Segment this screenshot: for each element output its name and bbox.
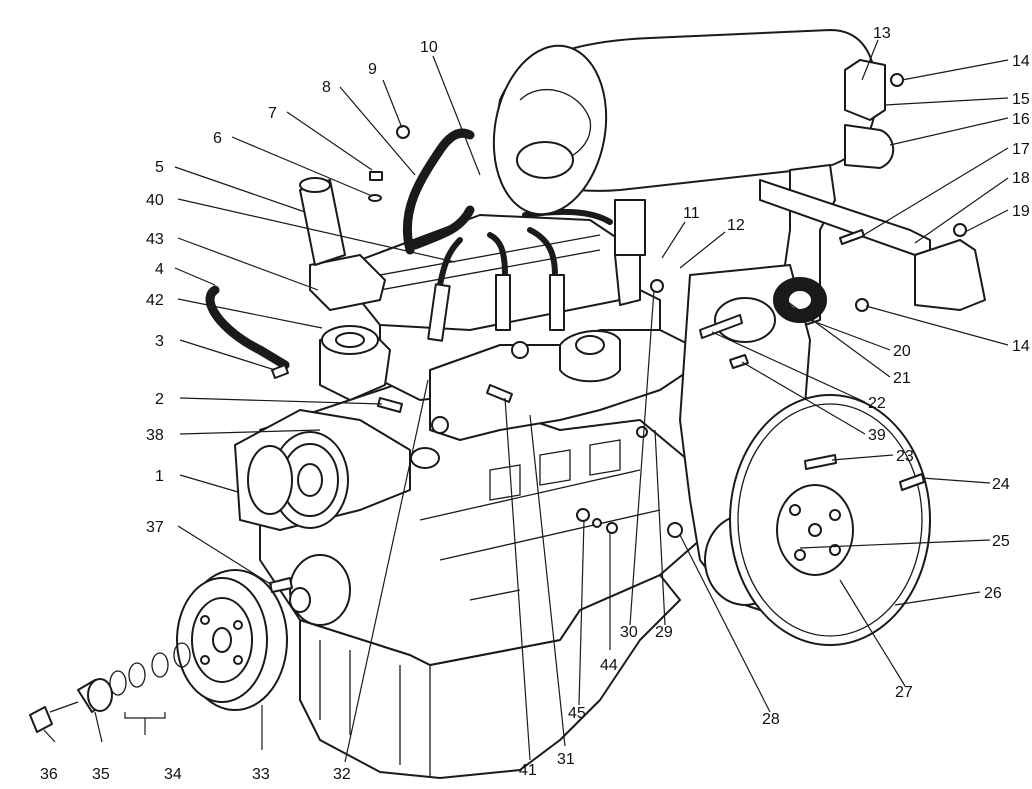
callout-30: 30 <box>620 624 638 641</box>
intake-manifold <box>429 329 691 441</box>
callout-9: 9 <box>368 61 377 78</box>
callout-17: 17 <box>1012 141 1030 158</box>
callout-27: 27 <box>895 684 913 701</box>
muffler <box>492 29 895 306</box>
callout-4: 4 <box>155 261 164 278</box>
callout-35: 35 <box>92 766 110 783</box>
thermostat-housing <box>299 177 391 401</box>
callout-29: 29 <box>655 624 673 641</box>
callout-45: 45 <box>568 705 586 722</box>
callout-26: 26 <box>984 585 1002 602</box>
callout-40: 40 <box>146 192 164 209</box>
callout-labels: 1 2 3 4 5 6 7 8 9 10 11 12 13 14 15 16 1… <box>40 25 1030 783</box>
callout-20: 20 <box>893 343 911 360</box>
crankshaft-pulley <box>176 554 351 711</box>
callout-10: 10 <box>420 39 438 56</box>
spark-plug-wires <box>427 208 613 342</box>
callout-13: 13 <box>873 25 891 42</box>
leader-lines <box>43 39 1009 763</box>
callout-28: 28 <box>762 711 780 728</box>
callout-14-bottom: 14 <box>1012 338 1030 355</box>
radiator-hose <box>205 128 475 370</box>
callout-1: 1 <box>155 468 164 485</box>
callout-31: 31 <box>557 751 575 768</box>
callout-41: 41 <box>519 762 537 779</box>
callout-42: 42 <box>146 292 164 309</box>
callout-44: 44 <box>600 657 618 674</box>
crankshaft-hardware <box>29 642 191 733</box>
callout-37: 37 <box>146 519 164 536</box>
callout-7: 7 <box>268 105 277 122</box>
callout-22: 22 <box>868 395 886 412</box>
callout-14-top: 14 <box>1012 53 1030 70</box>
callout-25: 25 <box>992 533 1010 550</box>
callout-5: 5 <box>155 159 164 176</box>
callout-43: 43 <box>146 231 164 248</box>
callout-11: 11 <box>683 205 700 222</box>
muffler-bracket <box>759 59 986 331</box>
callout-2: 2 <box>155 391 164 408</box>
callout-21: 21 <box>893 370 911 387</box>
callout-15: 15 <box>1012 91 1030 108</box>
callout-3: 3 <box>155 333 164 350</box>
callout-39: 39 <box>868 427 886 444</box>
callout-36: 36 <box>40 766 58 783</box>
callout-32: 32 <box>333 766 351 783</box>
callout-34: 34 <box>164 766 182 783</box>
callout-18: 18 <box>1012 170 1030 187</box>
callout-8: 8 <box>322 79 331 96</box>
callout-12: 12 <box>727 217 745 234</box>
bolts-and-nuts <box>269 73 967 593</box>
callout-16: 16 <box>1012 111 1030 128</box>
callout-38: 38 <box>146 427 164 444</box>
callout-23: 23 <box>896 448 914 465</box>
flywheel <box>729 394 931 646</box>
callout-19: 19 <box>1012 203 1030 220</box>
callout-33: 33 <box>252 766 270 783</box>
callout-6: 6 <box>213 130 222 147</box>
callout-24: 24 <box>992 476 1010 493</box>
water-pump <box>234 409 411 531</box>
